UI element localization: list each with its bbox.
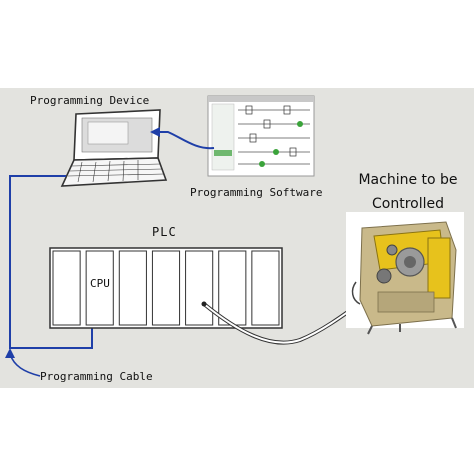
cpu-label: CPU (90, 277, 110, 290)
plc-module-slot (218, 250, 247, 326)
programming-device-label: Programming Device (30, 94, 150, 107)
programming-software-screenshot (207, 95, 315, 177)
plc-cpu-module (85, 250, 114, 326)
programming-cable-label: Programming Cable (40, 370, 153, 383)
plc-module-slot (185, 250, 214, 326)
plc-rack (49, 247, 283, 329)
programming-software-label: Programming Software (190, 186, 323, 199)
cable-arrowhead-icon (5, 348, 15, 358)
plc-module-slot (151, 250, 181, 326)
machine-cable (201, 294, 372, 345)
arrowhead-icon (150, 127, 160, 137)
machine-illustration (346, 212, 464, 335)
plc-module-slot (251, 250, 280, 326)
machine-label: Machine to be Controlled (358, 172, 458, 212)
plc-module-slot (118, 250, 147, 326)
plc-module-slot (52, 250, 81, 326)
software-to-device-arrow (154, 131, 215, 150)
laptop-icon (60, 109, 168, 187)
plc-label: PLC (152, 225, 177, 239)
